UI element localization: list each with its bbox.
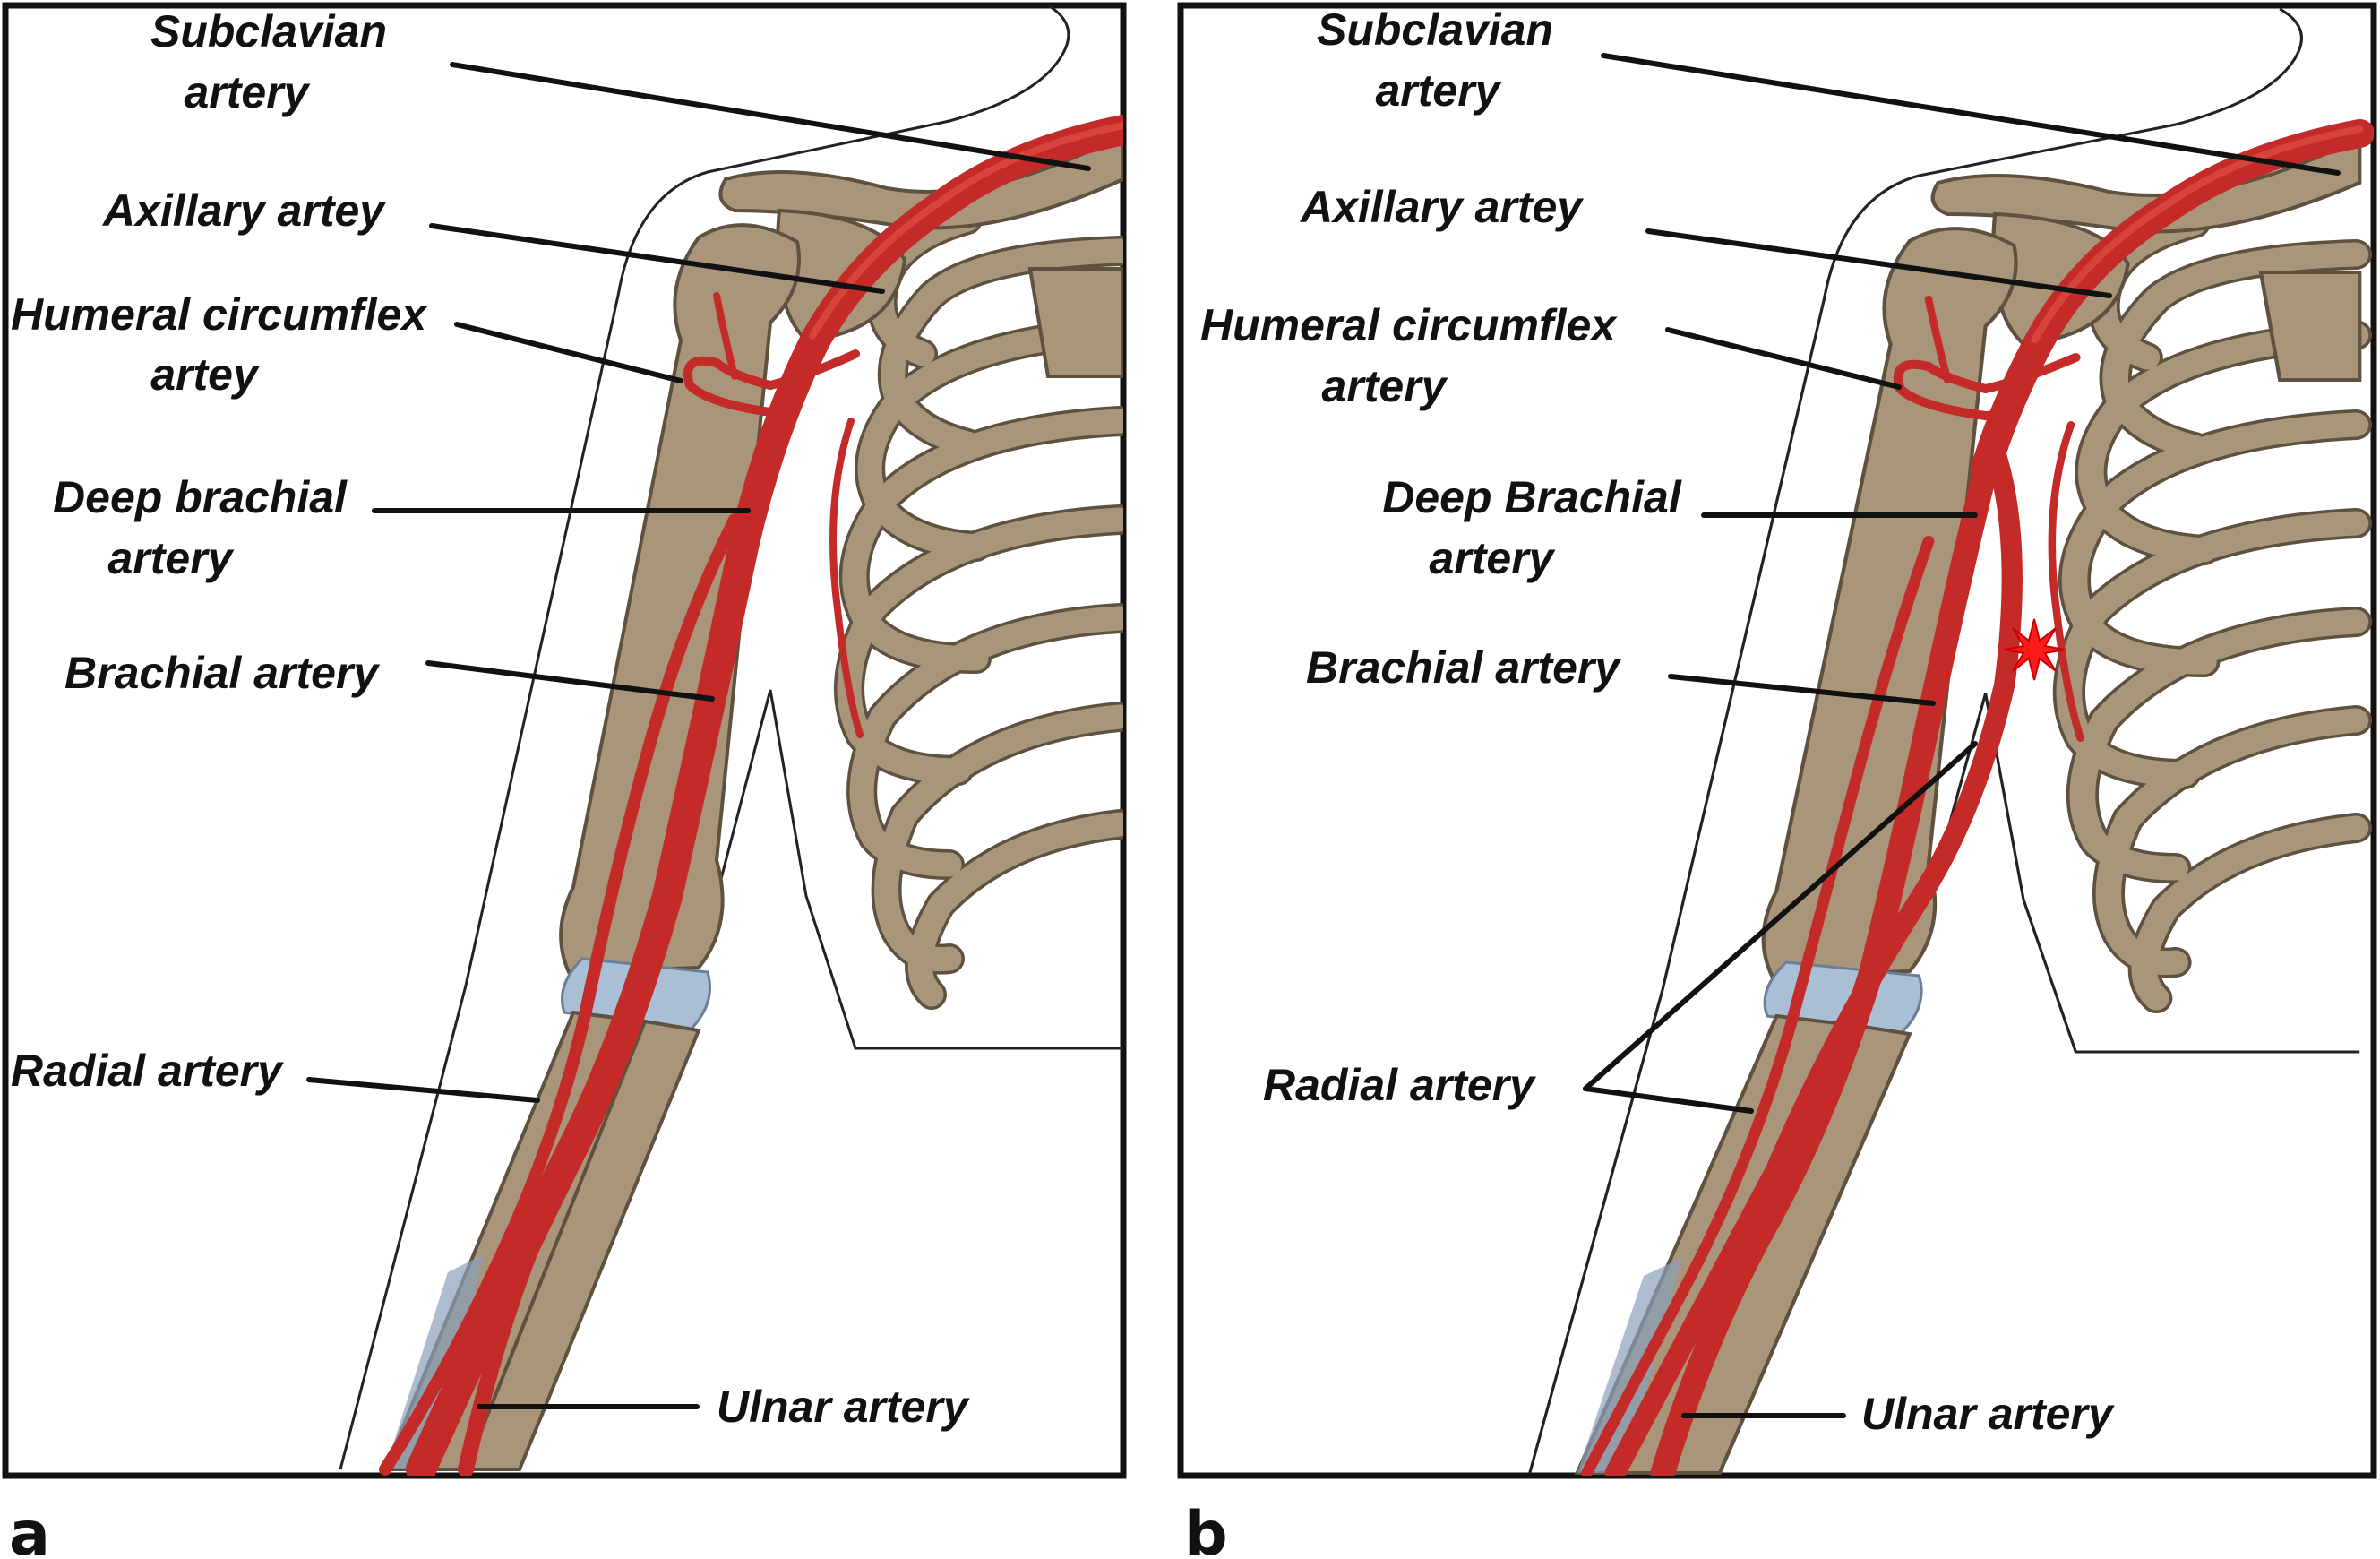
subclavian-label-line2-b: artery xyxy=(1376,65,1502,116)
deep-brachial-label-line2-b: artery xyxy=(1430,533,1556,583)
radial-leader-line-b-lower xyxy=(1583,1086,1754,1114)
red-starburst-icon xyxy=(2003,618,2066,681)
brachial-label-b: Brachial artery xyxy=(1306,642,1621,693)
deep-brachial-label-line1: Deep brachial xyxy=(53,472,348,522)
subclavian-label-line1: Subclavian xyxy=(150,6,387,56)
panel-a-label: a xyxy=(9,1499,50,1559)
panel-b: Subclavian artery Axillary artey Humeral… xyxy=(1177,2,2377,1559)
deep-brachial-label-line2: artery xyxy=(108,533,235,583)
deep-brachial-label-line1-b: Deep Brachial xyxy=(1382,472,1682,522)
humeral-circumflex-label-line1: Humeral circumflex xyxy=(11,289,428,340)
ulnar-label-b: Ulnar artery xyxy=(1861,1389,2115,1439)
humeral-circumflex-label-line2-b: artery xyxy=(1322,361,1448,411)
axillary-label: Axillary artey xyxy=(101,185,386,236)
clavicle-b xyxy=(1930,134,2362,234)
brachial-label: Brachial artery xyxy=(64,648,380,698)
radial-leader-line-b-upper xyxy=(1583,741,1978,1091)
axillary-label-b: Axillary artey xyxy=(1299,182,1584,232)
panel-a: Subclavian artery Axillary artey Humeral… xyxy=(2,2,1127,1559)
axillary-leader-line xyxy=(429,223,885,294)
brachial-leader-line-b xyxy=(1668,674,1936,706)
radial-leader-line xyxy=(306,1077,540,1103)
panel-b-label: b xyxy=(1184,1499,1228,1559)
axillary-leader-line-b xyxy=(1645,228,2112,298)
subclavian-label-line1-b: Subclavian xyxy=(1317,4,1553,55)
radial-label-b: Radial artery xyxy=(1263,1060,1536,1110)
brachial-leader-line xyxy=(425,660,715,702)
humeral-circumflex-label-line1-b: Humeral circumflex xyxy=(1200,300,1618,350)
ulnar-label: Ulnar artery xyxy=(717,1382,970,1432)
subclavian-leader-line-b xyxy=(1601,53,2341,176)
humeral-circumflex-label-line2: artey xyxy=(150,349,260,400)
humeral-leader-line xyxy=(454,322,683,383)
humeral-leader-line-b xyxy=(1665,327,1902,390)
subclavian-leader-line xyxy=(450,62,1091,171)
subclavian-label-line2: artery xyxy=(185,67,311,117)
humerus-b xyxy=(1761,227,2018,978)
radial-label: Radial artery xyxy=(11,1046,284,1096)
ribcage-b xyxy=(2052,208,2373,1013)
